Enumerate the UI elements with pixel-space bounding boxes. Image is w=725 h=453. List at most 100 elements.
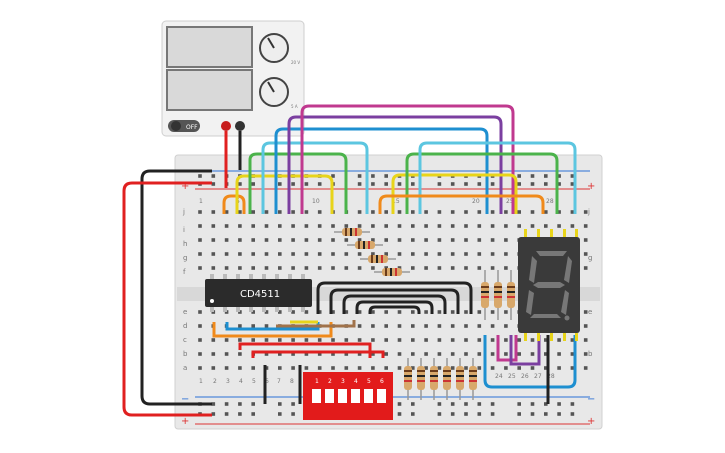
bottom-resistor-1[interactable] [404, 358, 412, 400]
breadboard-hole[interactable] [464, 352, 468, 356]
breadboard-hole[interactable] [490, 210, 495, 214]
breadboard-hole[interactable] [278, 402, 282, 406]
breadboard-hole[interactable] [517, 338, 521, 342]
breadboard-hole[interactable] [450, 252, 455, 256]
breadboard-hole[interactable] [357, 182, 362, 186]
breadboard-hole[interactable] [424, 252, 428, 256]
breadboard-hole[interactable] [357, 210, 362, 214]
breadboard-hole[interactable] [224, 412, 229, 416]
breadboard-hole[interactable] [397, 310, 402, 314]
breadboard-hole[interactable] [557, 366, 561, 370]
breadboard-hole[interactable] [477, 266, 482, 270]
negative-terminal[interactable] [235, 121, 245, 131]
breadboard-hole[interactable] [264, 352, 269, 356]
breadboard-hole[interactable] [504, 238, 508, 242]
breadboard-hole[interactable] [317, 182, 322, 186]
breadboard-hole[interactable] [211, 352, 216, 356]
breadboard-hole[interactable] [317, 338, 322, 342]
breadboard-hole[interactable] [411, 210, 415, 214]
breadboard-hole[interactable] [291, 224, 295, 228]
breadboard-hole[interactable] [437, 366, 442, 370]
breadboard-hole[interactable] [317, 310, 322, 314]
breadboard-hole[interactable] [450, 210, 455, 214]
breadboard-hole[interactable] [198, 310, 202, 314]
breadboard-hole[interactable] [291, 412, 295, 416]
breadboard-hole[interactable] [264, 310, 269, 314]
breadboard-hole[interactable] [530, 412, 535, 416]
breadboard-hole[interactable] [450, 324, 455, 328]
breadboard-hole[interactable] [504, 310, 508, 314]
breadboard-hole[interactable] [517, 352, 521, 356]
breadboard-hole[interactable] [264, 266, 269, 270]
breadboard-hole[interactable] [238, 238, 242, 242]
breadboard-hole[interactable] [384, 252, 388, 256]
breadboard-hole[interactable] [224, 224, 229, 228]
breadboard-hole[interactable] [411, 182, 415, 186]
breadboard-hole[interactable] [211, 366, 216, 370]
breadboard-hole[interactable] [291, 338, 295, 342]
breadboard-hole[interactable] [198, 352, 202, 356]
breadboard-hole[interactable] [477, 366, 482, 370]
orange-jumper-right[interactable] [378, 194, 545, 214]
breadboard-hole[interactable] [211, 402, 216, 406]
breadboard-hole[interactable] [570, 412, 575, 416]
breadboard-hole[interactable] [450, 182, 455, 186]
breadboard-hole[interactable] [251, 324, 255, 328]
breadboard-hole[interactable] [211, 174, 216, 178]
breadboard-hole[interactable] [544, 210, 548, 214]
breadboard-hole[interactable] [583, 252, 588, 256]
breadboard-hole[interactable] [304, 182, 309, 186]
breadboard-hole[interactable] [278, 238, 282, 242]
breadboard-hole[interactable] [437, 224, 442, 228]
breadboard-hole[interactable] [437, 252, 442, 256]
breadboard-hole[interactable] [371, 324, 375, 328]
breadboard-hole[interactable] [371, 352, 375, 356]
red-lower-wire-2[interactable] [251, 350, 385, 358]
breadboard-hole[interactable] [238, 252, 242, 256]
breadboard-hole[interactable] [437, 210, 442, 214]
breadboard-hole[interactable] [371, 310, 375, 314]
breadboard-hole[interactable] [397, 402, 402, 406]
breadboard-hole[interactable] [331, 366, 335, 370]
breadboard-hole[interactable] [583, 224, 588, 228]
breadboard-hole[interactable] [278, 266, 282, 270]
breadboard-hole[interactable] [517, 412, 521, 416]
brown-lower-wire[interactable] [276, 320, 356, 328]
resistor-2[interactable] [347, 241, 383, 249]
breadboard-hole[interactable] [411, 402, 415, 406]
breadboard-hole[interactable] [331, 238, 335, 242]
breadboard-hole[interactable] [583, 366, 588, 370]
breadboard-hole[interactable] [504, 324, 508, 328]
breadboard-hole[interactable] [198, 252, 202, 256]
breadboard-hole[interactable] [371, 338, 375, 342]
breadboard-hole[interactable] [384, 174, 388, 178]
breadboard-hole[interactable] [251, 210, 255, 214]
breadboard-hole[interactable] [331, 252, 335, 256]
breadboard-hole[interactable] [278, 252, 282, 256]
breadboard-hole[interactable] [344, 338, 349, 342]
breadboard-hole[interactable] [264, 324, 269, 328]
breadboard-hole[interactable] [317, 352, 322, 356]
breadboard-hole[interactable] [437, 324, 442, 328]
breadboard-hole[interactable] [264, 252, 269, 256]
breadboard-hole[interactable] [464, 252, 468, 256]
breadboard-hole[interactable] [450, 266, 455, 270]
breadboard-hole[interactable] [278, 352, 282, 356]
breadboard-hole[interactable] [371, 238, 375, 242]
breadboard-hole[interactable] [251, 252, 255, 256]
breadboard-hole[interactable] [384, 324, 388, 328]
breadboard-hole[interactable] [357, 224, 362, 228]
breadboard-hole[interactable] [557, 210, 561, 214]
breadboard-hole[interactable] [291, 182, 295, 186]
breadboard-hole[interactable] [464, 338, 468, 342]
orange-lower-wire[interactable] [212, 322, 333, 338]
breadboard-hole[interactable] [411, 238, 415, 242]
breadboard-hole[interactable] [198, 366, 202, 370]
breadboard-hole[interactable] [304, 366, 309, 370]
breadboard-hole[interactable] [477, 324, 482, 328]
breadboard-hole[interactable] [464, 412, 468, 416]
breadboard-hole[interactable] [490, 324, 495, 328]
breadboard-hole[interactable] [424, 324, 428, 328]
bridge-wire-4[interactable] [355, 300, 434, 314]
breadboard-hole[interactable] [224, 238, 229, 242]
